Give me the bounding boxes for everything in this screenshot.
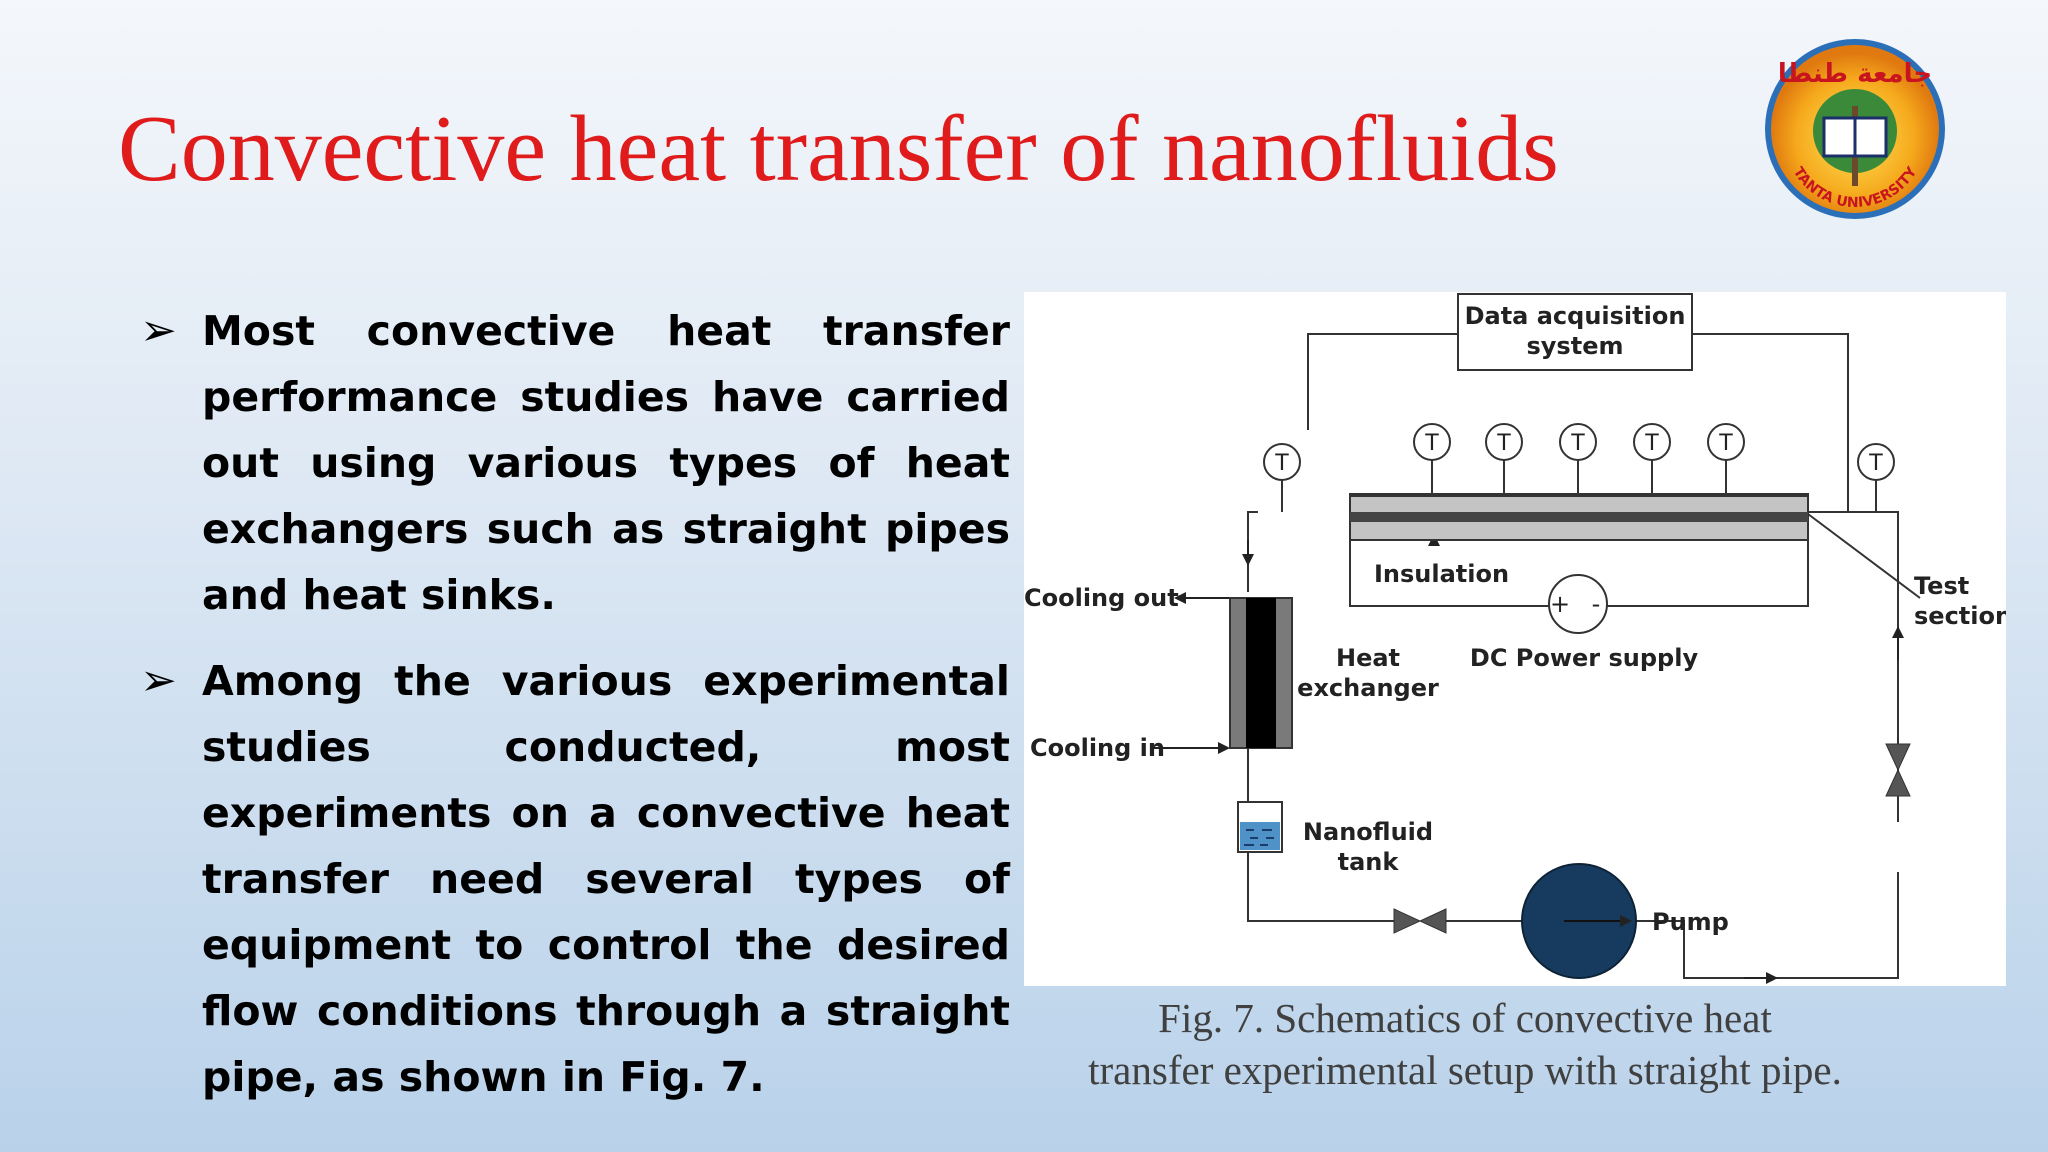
dc-power-label: DC Power supply — [1470, 644, 1699, 672]
dc-minus-sign: - — [1592, 590, 1601, 618]
test-section-label: Test — [1914, 572, 1969, 600]
arrow-bullet-icon: ➢ — [140, 306, 177, 355]
daq-label: system — [1527, 332, 1624, 360]
pump-label: Pump — [1652, 908, 1729, 936]
thermocouple-label: T — [1274, 451, 1289, 476]
daq-label: Data acquisition — [1465, 302, 1686, 330]
figure-caption: Fig. 7. Schematics of convective heat tr… — [1034, 992, 1896, 1096]
caption-line: Fig. 7. Schematics of convective heat — [1158, 995, 1772, 1041]
cooling-in-label: Cooling in — [1030, 734, 1165, 762]
thermocouple-label: T — [1868, 451, 1883, 476]
caption-line: transfer experimental setup with straigh… — [1088, 1047, 1842, 1093]
slide-title: Convective heat transfer of nanofluids — [118, 97, 1559, 201]
arrow-bullet-icon: ➢ — [140, 656, 177, 705]
bullet-text: Most convective heat transfer performanc… — [202, 307, 1010, 619]
cooling-out-label: Cooling out — [1024, 584, 1179, 612]
bullet-text: Among the various experimental studies c… — [202, 657, 1010, 1101]
thermocouple-label: T — [1718, 431, 1733, 456]
logo-arabic-text: جامعة طنطا — [1778, 59, 1932, 89]
bullet-list: ➢ Most convective heat transfer performa… — [140, 298, 1010, 1130]
test-section-label: section — [1914, 602, 2006, 630]
schematic-figure: Data acquisition system T T T T T T T + … — [1024, 292, 2006, 986]
heat-exchanger-label: exchanger — [1297, 674, 1439, 702]
thermocouple-label: T — [1424, 431, 1439, 456]
insulation-label: Insulation — [1374, 560, 1509, 588]
thermocouple-label: T — [1496, 431, 1511, 456]
dc-plus-sign: + — [1550, 590, 1570, 618]
thermocouple-label: T — [1644, 431, 1659, 456]
university-seal-icon: جامعة طنطا TANTA UNIVERSITY — [1765, 39, 1945, 219]
thermocouple-label: T — [1570, 431, 1585, 456]
bullet-item: ➢ Most convective heat transfer performa… — [140, 298, 1010, 628]
schematic-diagram: Data acquisition system T T T T T T T + … — [1024, 293, 2006, 984]
bullet-item: ➢ Among the various experimental studies… — [140, 648, 1010, 1110]
heat-exchanger-label: Heat — [1336, 644, 1400, 672]
nanofluid-tank-label: Nanofluid — [1303, 818, 1433, 846]
nanofluid-tank-label: tank — [1338, 848, 1400, 876]
